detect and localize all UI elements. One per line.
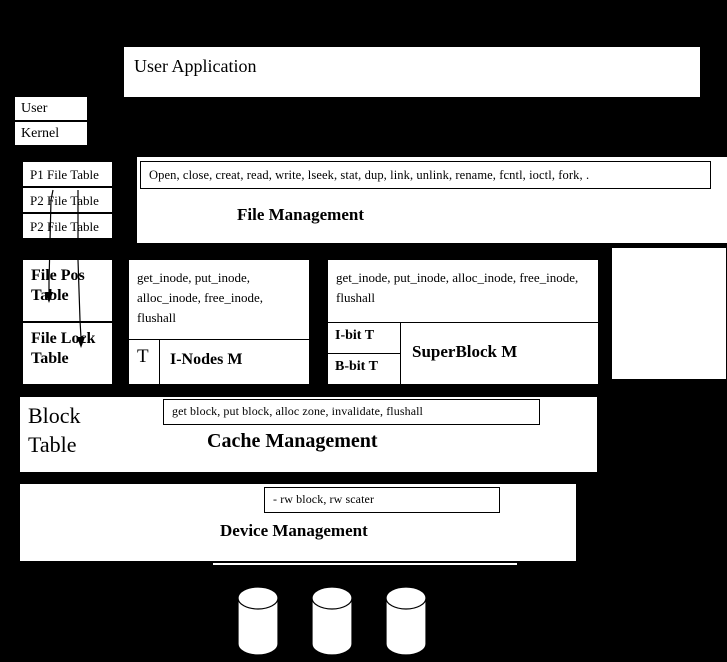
privilege-kernel-label: Kernel [21,126,60,141]
p2-file-table-row-b: P2 File Table [22,213,113,239]
p2-file-table-row-a: P2 File Table [22,187,113,213]
cache-management-api-list: get block, put block, alloc zone, invali… [172,404,423,419]
file-management-api-list: Open, close, creat, read, write, lseek, … [149,167,590,182]
p1-file-table-label: P1 File Table [30,167,99,182]
inodes-title: I-Nodes M [170,351,243,368]
device-management-title: Device Management [220,521,368,540]
inodes-api-list: get_inode, put_inode, alloc_inode, free_… [137,270,263,326]
user-application-box: User Application [124,47,700,97]
file-lock-table-label: File Lock Table [31,330,96,367]
file-pos-table-box: File Pos Table [22,259,113,322]
cache-management-api-box: get block, put block, alloc zone, invali… [163,399,540,425]
superblock-divider [327,322,599,323]
file-management-api-box: Open, close, creat, read, write, lseek, … [140,161,711,189]
p2-file-table-label-b: P2 File Table [30,219,99,234]
device-management-api-list: - rw block, rw scater [273,492,375,507]
p1-file-table-row: P1 File Table [22,161,113,187]
file-pos-table-label: File Pos Table [31,267,85,304]
right-empty-panel [611,247,727,380]
inodes-side-label: T [137,346,149,367]
superblock-side-divider [400,322,401,385]
p2-file-table-label-a: P2 File Table [30,193,99,208]
privilege-kernel-box: Kernel [14,121,88,146]
disk-2 [311,586,353,656]
superblock-api-list: get_inode, put_inode, alloc_inode, free_… [336,270,579,306]
device-management-api-box: - rw block, rw scater [264,487,500,513]
user-application-label: User Application [134,56,257,76]
superblock-bit-divider [327,353,400,354]
privilege-user-label: User [21,101,48,116]
inodes-side-divider [159,339,160,385]
file-lock-table-box: File Lock Table [22,322,113,385]
inodes-box: get_inode, put_inode, alloc_inode, free_… [128,259,310,385]
superblock-title: SuperBlock M [412,342,518,361]
superblock-bbit-label: B-bit T [335,359,378,374]
cache-management-title: Cache Management [207,430,378,452]
disk-1 [237,586,279,656]
file-management-title: File Management [237,205,364,224]
superblock-ibit-label: I-bit T [335,328,375,343]
inodes-divider [128,339,310,340]
block-table-box: Block Table [20,397,139,472]
block-table-label: Block Table [28,403,81,457]
disk-3 [385,586,427,656]
privilege-user-box: User [14,96,88,121]
device-to-disk-connector [213,563,517,565]
